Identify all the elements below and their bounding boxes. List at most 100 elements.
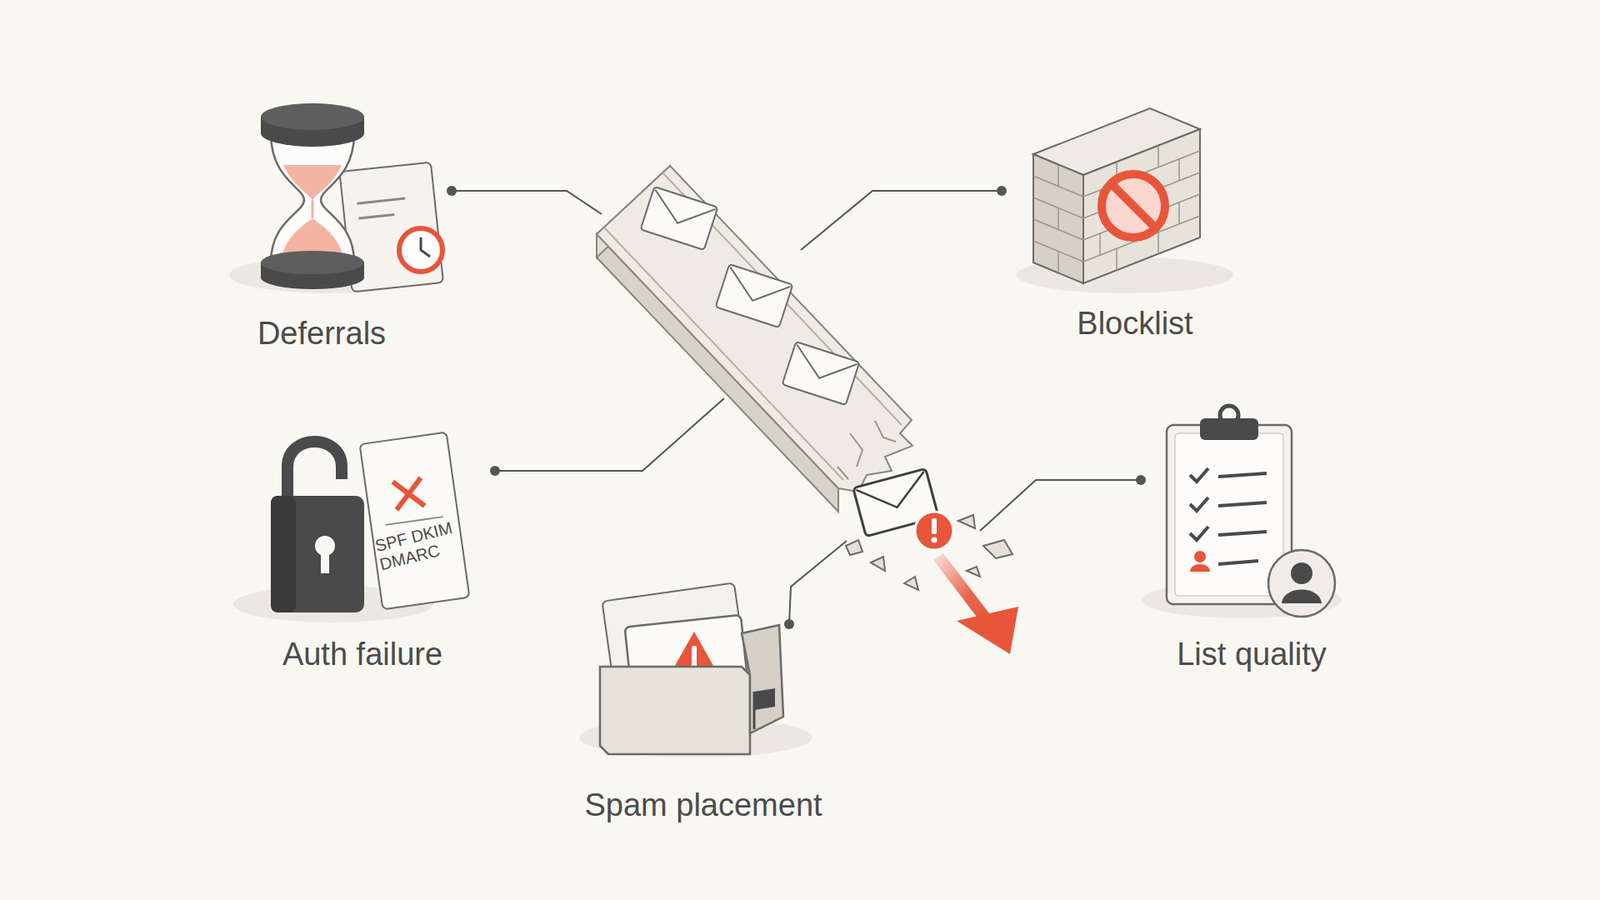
art-polygon xyxy=(870,556,885,571)
art-polyline xyxy=(800,190,1002,250)
art-rect xyxy=(270,495,365,613)
art-polygon xyxy=(1083,129,1200,284)
envelope xyxy=(640,186,719,250)
art-polygon xyxy=(956,606,1019,655)
art-path xyxy=(270,133,355,263)
art-rect xyxy=(691,645,697,668)
art-circle xyxy=(784,619,795,630)
art-rect xyxy=(320,550,330,574)
icon-group: Deferrals xyxy=(221,100,422,353)
art-circle xyxy=(446,185,457,196)
art-line xyxy=(1218,502,1267,506)
art-line xyxy=(358,215,395,219)
icon-label: Spam placement xyxy=(561,785,845,825)
art-circle xyxy=(490,465,500,476)
art-line xyxy=(357,198,406,204)
brick-wall-icon xyxy=(1033,108,1200,284)
art-circle xyxy=(399,228,443,272)
art-polyline xyxy=(1190,468,1209,482)
art-path xyxy=(1281,590,1322,605)
art-circle xyxy=(996,185,1007,196)
falling-arrow xyxy=(933,553,1019,655)
art-line xyxy=(1218,531,1267,535)
art-line xyxy=(1057,208,1060,230)
art-circle xyxy=(1220,405,1239,425)
art-circle xyxy=(1194,550,1206,563)
art-line xyxy=(1157,145,1160,168)
art-polyline xyxy=(980,480,1141,531)
clipboard-icon xyxy=(1166,405,1335,617)
art-g xyxy=(1033,145,1200,273)
art-polygon xyxy=(1033,154,1084,284)
art-polyline xyxy=(850,433,863,467)
padlock-icon xyxy=(270,441,365,613)
icon-group: List quality xyxy=(1126,400,1377,674)
art-polygon xyxy=(966,566,980,577)
spam-tray-icon xyxy=(600,582,784,755)
email-chute xyxy=(596,165,913,512)
art-polygon xyxy=(845,540,863,555)
art-polyline xyxy=(495,398,725,471)
art-polyline xyxy=(1190,526,1209,540)
art-line xyxy=(1178,159,1180,181)
art-polyline xyxy=(451,190,602,215)
art-polyline xyxy=(789,540,847,625)
art-polyline xyxy=(722,266,791,310)
art-path xyxy=(1190,564,1210,572)
art-circle xyxy=(1101,174,1165,238)
art-polyline xyxy=(789,344,858,388)
art-polyline xyxy=(837,466,849,480)
art-line xyxy=(392,477,425,510)
art-line xyxy=(1178,202,1180,225)
art-rect xyxy=(360,432,470,610)
icon-label: List quality xyxy=(1126,635,1377,674)
art-polyline xyxy=(1190,497,1209,511)
art-rect xyxy=(1200,418,1259,440)
art-polygon xyxy=(600,666,750,755)
art-path xyxy=(287,441,342,496)
art-polygon xyxy=(596,165,913,492)
art-circle xyxy=(1290,562,1313,585)
icon-label: Blocklist xyxy=(1018,304,1252,343)
art-rect xyxy=(640,186,719,250)
art-polygon xyxy=(741,625,784,734)
auth-card xyxy=(360,432,470,610)
art-polygon xyxy=(754,688,775,710)
art-ellipse xyxy=(260,103,365,130)
icon-label: Deferrals xyxy=(221,314,422,353)
art-circle xyxy=(1268,550,1335,617)
alert-badge xyxy=(915,511,954,550)
art-rect xyxy=(1175,433,1284,596)
art-polyline xyxy=(855,471,931,517)
art-path xyxy=(283,165,342,200)
art-line xyxy=(1115,248,1118,270)
art-ellipse xyxy=(260,250,365,275)
art-line xyxy=(1157,232,1160,255)
art-line xyxy=(392,477,425,510)
art-circle xyxy=(1135,475,1146,485)
art-polygon xyxy=(958,515,975,529)
hourglass-icon xyxy=(260,103,365,290)
art-polyline xyxy=(647,189,716,233)
art-circle xyxy=(931,537,938,544)
art-polyline xyxy=(420,237,430,257)
art-rect xyxy=(715,264,794,328)
art-polygon xyxy=(904,576,919,590)
art-rect xyxy=(782,341,860,405)
icon-label: Auth failure xyxy=(237,635,488,674)
art-polyline xyxy=(875,420,896,442)
art-line xyxy=(311,200,315,219)
icon-group: Blocklist xyxy=(1018,100,1252,343)
art-line xyxy=(1218,560,1259,565)
envelope xyxy=(782,341,860,405)
art-line xyxy=(1099,233,1101,255)
art-circle xyxy=(915,511,954,550)
art-polygon xyxy=(933,553,992,624)
envelope xyxy=(715,264,794,328)
art-line xyxy=(1112,185,1155,227)
art-line xyxy=(1057,251,1060,273)
clock-icon xyxy=(399,228,443,272)
art-rect xyxy=(270,495,296,613)
art-line xyxy=(1057,165,1060,187)
